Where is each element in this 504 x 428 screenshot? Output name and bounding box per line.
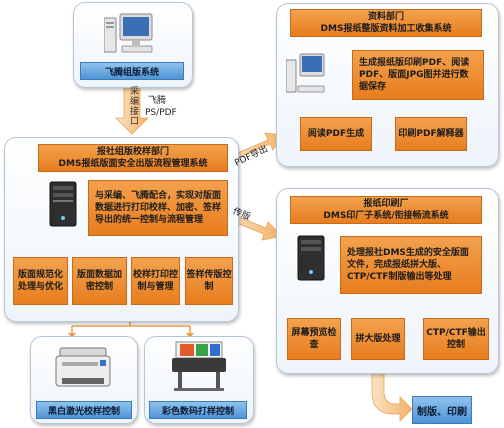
bw-laser-box: 黑白激光校样控制 <box>36 401 132 419</box>
data-dept-title-line2: DMS报纸整版资料加工收集系统 <box>320 24 452 34</box>
data-dept-description-box: 生成报纸版印刷PDF、阅读PDF、版面JPG图并进行数据保存 <box>352 50 484 100</box>
plant-server-icon <box>297 235 325 281</box>
module-proof-print: 校样打印控制与管理 <box>131 257 180 305</box>
reading-pdf-button: 阅读PDF生成 <box>300 117 372 151</box>
data-dept-title-box: 资料部门 DMS报纸整版资料加工收集系统 <box>290 9 482 37</box>
digital-proofer-icon <box>172 341 226 391</box>
ps-pdf-label: PS/PDF <box>145 108 177 118</box>
printer-icon <box>55 347 111 387</box>
print-plant-title-box: 报纸印刷厂 DMS印厂子系统/衔接畅流系统 <box>290 196 482 224</box>
editorial-interface-label: 采编接口 <box>128 86 138 126</box>
screen-preview-button: 屏幕预览检查 <box>287 318 341 360</box>
feiteng-system-box: 飞腾组版系统 <box>80 62 184 80</box>
main-title-box: 报社组版校样部门 DMS报纸版面安全出版流程管理系统 <box>38 144 228 172</box>
module-encryption: 版面数据加密控制 <box>72 257 127 305</box>
data-dept-title-line1: 资料部门 <box>367 12 404 22</box>
workstation-icon <box>286 53 325 93</box>
module-normalization: 版面规范化处理与优化 <box>13 257 68 305</box>
plate-print-box: 制版、印刷 <box>412 396 472 424</box>
imposition-button: 拼大版处理 <box>351 318 405 360</box>
main-title-line1: 报社组版校样部门 <box>96 147 169 157</box>
server-icon <box>49 181 77 227</box>
color-digital-box: 彩色数码打样控制 <box>149 401 247 419</box>
print-plant-title-line2: DMS印厂子系统/衔接畅流系统 <box>323 211 449 221</box>
curved-arrow-icon <box>371 359 413 422</box>
down-arrow-icon <box>115 87 149 135</box>
main-description-box: 与采编、飞腾配合，实现对版面数据进行打印校样、加密、签样导出的统一控制与流程管理 <box>88 180 228 236</box>
print-plant-title-line1: 报纸印刷厂 <box>363 199 409 209</box>
print-pdf-interpreter-button: 印刷PDF解释器 <box>395 117 467 151</box>
print-plant-description-box: 处理报社DMS生成的安全版面文件，完成报纸拼大版、CTP/CTF制版输出等处理 <box>340 236 482 294</box>
main-title-line2: DMS报纸版面安全出版流程管理系统 <box>58 159 208 169</box>
module-signed-transfer: 签样传版控制 <box>185 257 233 305</box>
feiteng-label: 飞腾 <box>148 96 167 106</box>
ctp-ctf-output-button: CTP/CTF输出控制 <box>423 318 489 360</box>
computer-icon <box>104 13 153 53</box>
